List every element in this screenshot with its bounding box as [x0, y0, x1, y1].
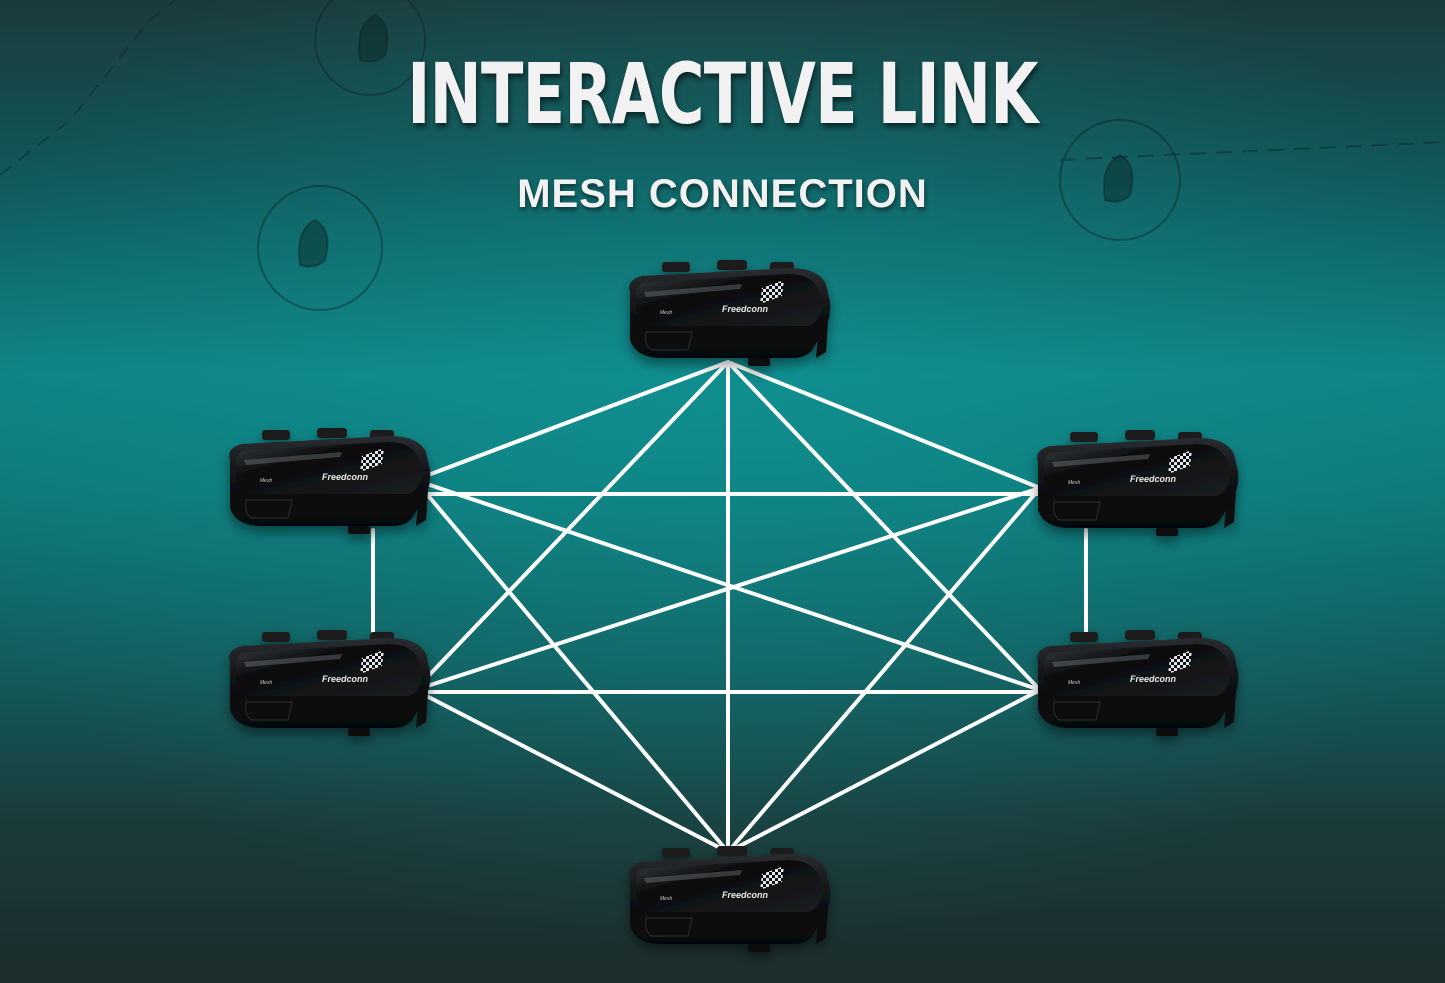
device-front-button	[245, 701, 293, 721]
device-side-mount	[1224, 488, 1236, 528]
device-brand-label: Freedconn	[1130, 474, 1177, 484]
mesh-link-top-upper-right	[726, 360, 1042, 490]
rider-silhouette-right	[1103, 153, 1134, 203]
device-brand-label: Freedconn	[322, 674, 369, 684]
checkered-flag-icon	[360, 650, 384, 674]
device-highlight	[644, 870, 742, 883]
mesh-link-lower-right-bottom	[726, 688, 1042, 854]
device-top-button	[662, 848, 690, 858]
device-model-label: Mesh	[1068, 680, 1080, 686]
mesh-link-top-upper-left	[413, 360, 730, 482]
device-top-button	[717, 846, 747, 856]
device-model-label: Mesh	[660, 896, 672, 902]
device-top-button	[662, 262, 690, 272]
device-brand-label: Freedconn	[322, 472, 369, 482]
mesh-link-upper-left-lower-right	[413, 478, 1042, 692]
checkered-flag-icon	[1168, 650, 1192, 674]
device-front-button	[645, 331, 693, 351]
mesh-link-top-lower-left	[413, 360, 730, 692]
device-side-mount	[416, 486, 428, 526]
device-top-button	[1125, 430, 1155, 440]
mesh-link-upper-right-bottom	[726, 486, 1042, 854]
device-top-button	[1125, 630, 1155, 640]
device-front-button	[1053, 501, 1101, 521]
checkered-flag-icon	[1168, 450, 1192, 474]
device-brand-label: Freedconn	[722, 304, 769, 314]
device-brand-label: Freedconn	[722, 890, 769, 900]
device-top-button	[717, 260, 747, 270]
device-top-button	[1070, 432, 1098, 442]
device-connector	[748, 358, 770, 366]
device-highlight	[1052, 454, 1150, 467]
rider-silhouette-top	[358, 13, 389, 63]
checkered-flag-icon	[760, 866, 784, 890]
device-face	[636, 274, 822, 326]
mesh-link-top-lower-right	[726, 360, 1042, 692]
dashed-route-left	[0, 0, 176, 176]
checkered-flag-icon	[760, 280, 784, 304]
device-connector	[1156, 728, 1178, 736]
background-map-decoration	[0, 0, 1445, 311]
device-connector	[348, 728, 370, 736]
device-connector	[1156, 528, 1178, 536]
device-top-button	[317, 428, 347, 438]
device-face	[1044, 644, 1230, 696]
device-face	[1044, 444, 1230, 496]
map-marker-ring-right	[1059, 119, 1181, 241]
device-face	[236, 442, 422, 494]
device-model-label: Mesh	[260, 478, 272, 484]
map-marker-ring-top	[314, 0, 426, 96]
page-title: INTERACTIVE LINK	[407, 45, 1038, 143]
device-front-button	[1053, 701, 1101, 721]
device-side-mount	[416, 688, 428, 728]
device-highlight	[644, 284, 742, 297]
mesh-link-lower-left-bottom	[413, 688, 730, 854]
device-highlight	[1052, 654, 1150, 667]
device-model-label: Mesh	[1068, 480, 1080, 486]
device-brand-label: Freedconn	[1130, 674, 1177, 684]
device-model-label: Mesh	[260, 680, 272, 686]
device-side-mount	[816, 318, 828, 358]
device-top-button	[262, 632, 290, 642]
device-front-button	[645, 917, 693, 937]
device-front-button	[245, 499, 293, 519]
device-face	[236, 644, 422, 696]
page-subtitle: MESH CONNECTION	[517, 172, 928, 216]
rider-silhouette-left	[298, 218, 329, 268]
device-top-button	[1070, 632, 1098, 642]
device-highlight	[244, 654, 342, 667]
device-side-mount	[1224, 688, 1236, 728]
dashed-route-right	[1059, 141, 1445, 161]
device-model-label: Mesh	[660, 310, 672, 316]
mesh-links	[371, 360, 1088, 854]
checkered-flag-icon	[360, 448, 384, 472]
device-top-button	[262, 430, 290, 440]
mesh-link-upper-right-lower-left	[413, 486, 1042, 692]
mesh-link-upper-left-bottom	[413, 478, 730, 854]
device-face	[636, 860, 822, 912]
device-top-button	[317, 630, 347, 640]
device-side-mount	[816, 904, 828, 944]
map-marker-ring-left	[257, 185, 383, 311]
device-connector	[348, 526, 370, 534]
device-highlight	[244, 452, 342, 465]
device-connector	[748, 944, 770, 952]
